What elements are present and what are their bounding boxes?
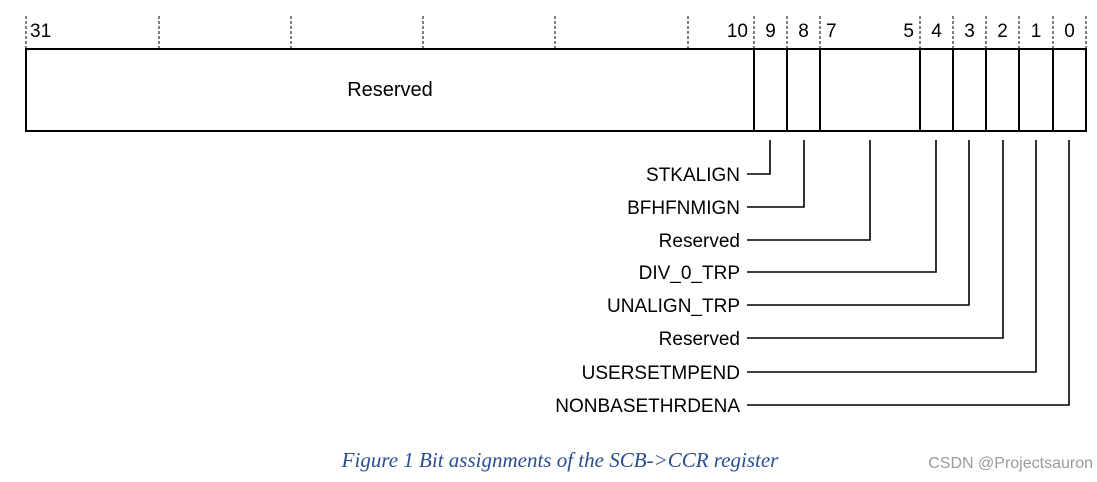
bit-number: 4 (931, 21, 942, 42)
field-label-reserved-7-5: Reserved (659, 231, 740, 252)
field-label-div-0-trp: DIV_0_TRP (639, 263, 740, 284)
leader-line-bfhfnmign (747, 140, 805, 208)
leader-line-stkalign (747, 140, 771, 175)
bit-number: 9 (765, 21, 776, 42)
bit-number: 1 (1031, 21, 1042, 42)
bit-number: 8 (798, 21, 809, 42)
field-label-stkalign: STKALIGN (646, 165, 740, 186)
bit-number: 2 (997, 21, 1008, 42)
field-label-bfhfnmign: BFHFNMIGN (627, 198, 740, 219)
bit-numbers: 31 10 9 8 7 5 4 3 2 1 0 (30, 21, 1075, 42)
bit-number: 5 (903, 21, 914, 42)
field-label-usersetmpend: USERSETMPEND (582, 363, 740, 384)
bit-number: 0 (1064, 21, 1075, 42)
figure-caption: Figure 1 Bit assignments of the SCB->CCR… (341, 448, 779, 472)
bit-number: 31 (30, 21, 51, 42)
field-label-nonbasethrdena: NONBASETHRDENA (555, 396, 740, 417)
bit-number: 10 (727, 21, 748, 42)
field-labels: STKALIGN BFHFNMIGN Reserved DIV_0_TRP UN… (555, 165, 740, 417)
reserved-field-label: Reserved (347, 79, 433, 101)
leader-line-reserved-7-5 (747, 140, 871, 241)
leader-line-nonbasethrdena (747, 140, 1070, 406)
leader-line-usersetmpend (747, 140, 1037, 373)
leader-line-div-0-trp (747, 140, 937, 273)
register-outline (25, 48, 1087, 132)
watermark: CSDN @Projectsauron (928, 455, 1093, 472)
bit-number: 7 (826, 21, 837, 42)
register-box (25, 48, 1087, 132)
leader-line-unalign-trp (747, 140, 970, 306)
field-label-unalign-trp: UNALIGN_TRP (607, 296, 740, 317)
leader-line-reserved-2 (747, 140, 1004, 339)
bit-number: 3 (964, 21, 975, 42)
header-ticks (25, 16, 1087, 49)
field-label-reserved-2: Reserved (659, 329, 740, 350)
leader-lines (747, 140, 1070, 406)
